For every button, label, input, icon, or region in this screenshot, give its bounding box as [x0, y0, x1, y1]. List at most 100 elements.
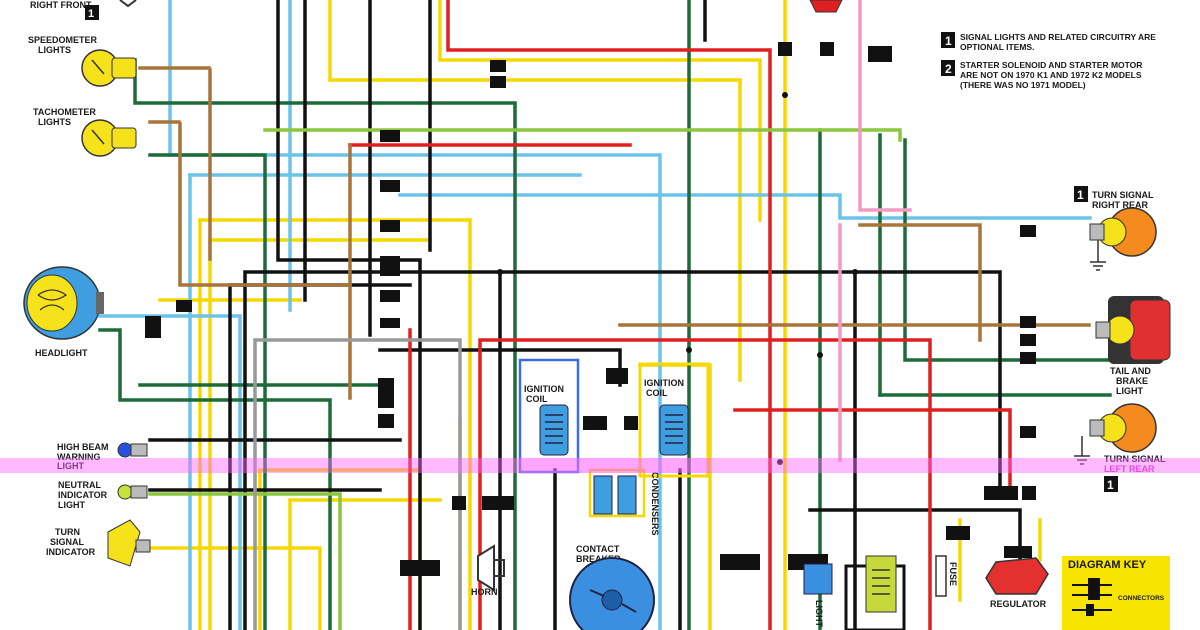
- ignition-coil-left-label-2: COIL: [526, 394, 548, 404]
- headlight-lens-icon: [26, 274, 78, 332]
- diagram-key-title: DIAGRAM KEY: [1068, 559, 1147, 571]
- right-rear-badge: [1074, 186, 1088, 202]
- tail-light-socket: [1095, 321, 1111, 339]
- right-rear-label-1: TURN SIGNAL: [1092, 190, 1154, 200]
- condensers-label: CONDENSERS: [650, 472, 660, 536]
- wire-yellow: [328, 0, 742, 382]
- left-rear-socket: [1089, 419, 1105, 437]
- solenoid-icon: [865, 555, 897, 613]
- connector: [1020, 352, 1036, 364]
- neutral-socket: [130, 485, 148, 499]
- neutral-bulb-icon: [117, 484, 133, 500]
- right-rear-socket: [1089, 223, 1105, 241]
- turn-indicator-label-3: INDICATOR: [46, 547, 96, 557]
- partial-label: RIGHT FRONT: [30, 0, 92, 10]
- tail-light-label-3: LIGHT: [1116, 386, 1143, 396]
- wire-blue: [398, 193, 1092, 220]
- ignition-coil-right-label-1: IGNITION: [644, 378, 684, 388]
- regulator: REGULATOR: [985, 546, 1049, 609]
- diagram-key-box: [1062, 556, 1170, 630]
- speedometer-label-2: LIGHTS: [38, 45, 71, 55]
- connector: [606, 368, 628, 384]
- wire-gray: [253, 338, 462, 630]
- fuse: FUSE: [935, 555, 958, 597]
- note-1-number: 1: [945, 34, 952, 48]
- note-2-line-2: ARE NOT ON 1970 K1 AND 1972 K2 MODELS: [960, 70, 1142, 80]
- connector: [868, 46, 892, 62]
- top-left-partial: RIGHT FRONT 1: [30, 0, 137, 20]
- connector: [1022, 486, 1036, 500]
- note-1-badge: [941, 32, 955, 48]
- wire-yellow: [288, 498, 442, 630]
- connector: [176, 300, 192, 312]
- note-2-number: 2: [945, 62, 952, 76]
- wire-green: [98, 328, 332, 630]
- coil-winding-icon: [545, 414, 563, 444]
- neutral-label-3: LIGHT: [58, 500, 85, 510]
- tail-light-label-1: TAIL AND: [1110, 366, 1151, 376]
- starter-relay-top: [809, 0, 843, 13]
- tail-light-label-2: BRAKE: [1116, 376, 1148, 386]
- connector: [380, 256, 400, 276]
- connector: [624, 416, 638, 430]
- connector: [482, 496, 514, 510]
- connector: [490, 60, 506, 72]
- connector: [380, 220, 400, 232]
- junction-dot: [497, 269, 503, 275]
- connector: [400, 560, 440, 576]
- light-switch: LIGHT: [803, 563, 833, 627]
- speedometer-label-1: SPEEDOMETER: [28, 35, 98, 45]
- turn-indicator-bulb-icon: [107, 519, 141, 567]
- highlight-band-accent: [520, 458, 710, 473]
- wire-black: [243, 270, 1002, 630]
- connector: [380, 130, 400, 142]
- wire-green: [148, 153, 267, 630]
- ignition-coil-right-label-2: COIL: [646, 388, 668, 398]
- note-1-line-1: SIGNAL LIGHTS AND RELATED CIRCUITRY ARE: [960, 32, 1156, 42]
- wire-green-striped: [263, 128, 902, 142]
- wire-red: [733, 408, 1012, 492]
- ignition-coil-left-icon: [539, 404, 569, 456]
- wire-yellow: [198, 218, 472, 630]
- regulator-connector: [1004, 546, 1032, 558]
- headlight-filament-icon: [37, 289, 68, 311]
- wire-brown: [138, 66, 212, 262]
- tail-and-brake-light: TAIL AND BRAKE LIGHT: [1095, 296, 1171, 396]
- note-1-line-2: OPTIONAL ITEMS.: [960, 42, 1034, 52]
- tachometer-lights: TACHOMETER LIGHTS: [33, 107, 137, 157]
- contact-breaker: CONTACT BREAKER: [569, 544, 655, 630]
- diagram-key-connectors: CONNECTORS: [1118, 595, 1165, 602]
- speedometer-bulb-filament: [91, 59, 105, 75]
- ignition-coil-right-icon: [659, 404, 689, 456]
- note-2-line-1: STARTER SOLENOID AND STARTER MOTOR: [960, 60, 1142, 70]
- notes: 1 SIGNAL LIGHTS AND RELATED CIRCUITRY AR…: [941, 32, 1156, 90]
- connector: [452, 496, 466, 510]
- connector: [1020, 316, 1036, 328]
- horn-bell-icon: [494, 559, 505, 577]
- horn: HORN: [471, 544, 505, 597]
- note-badge-number: 1: [88, 8, 94, 20]
- high-beam-label-1: HIGH BEAM: [57, 442, 109, 452]
- turn-signal-indicator: TURN SIGNAL INDICATOR: [46, 519, 151, 567]
- fuse-icon: [935, 555, 947, 597]
- high-beam-label-2: WARNING: [57, 452, 101, 462]
- high-beam-bulb-icon: [117, 442, 133, 458]
- connector: [778, 42, 792, 56]
- connectors: [145, 42, 1036, 576]
- highlight-band: [0, 458, 1200, 473]
- key-connector-icon: [1088, 578, 1100, 600]
- note-badge: [85, 5, 99, 20]
- tail-light-lens-icon: [1129, 299, 1171, 361]
- fuse-label: FUSE: [948, 562, 958, 586]
- contact-breaker-label-1: CONTACT: [576, 544, 620, 554]
- contact-breaker-cam-icon: [601, 589, 623, 611]
- solenoid-winding-icon: [872, 569, 890, 595]
- high-beam-socket: [130, 443, 148, 457]
- connector: [946, 526, 970, 540]
- high-beam-label-3: LIGHT: [57, 461, 84, 471]
- connector: [1020, 426, 1036, 438]
- neutral-label-1: NEUTRAL: [58, 480, 101, 490]
- horn-icon: [477, 544, 495, 592]
- headlight-connector: [96, 292, 104, 314]
- ignition-coil-left-label-1: IGNITION: [524, 384, 564, 394]
